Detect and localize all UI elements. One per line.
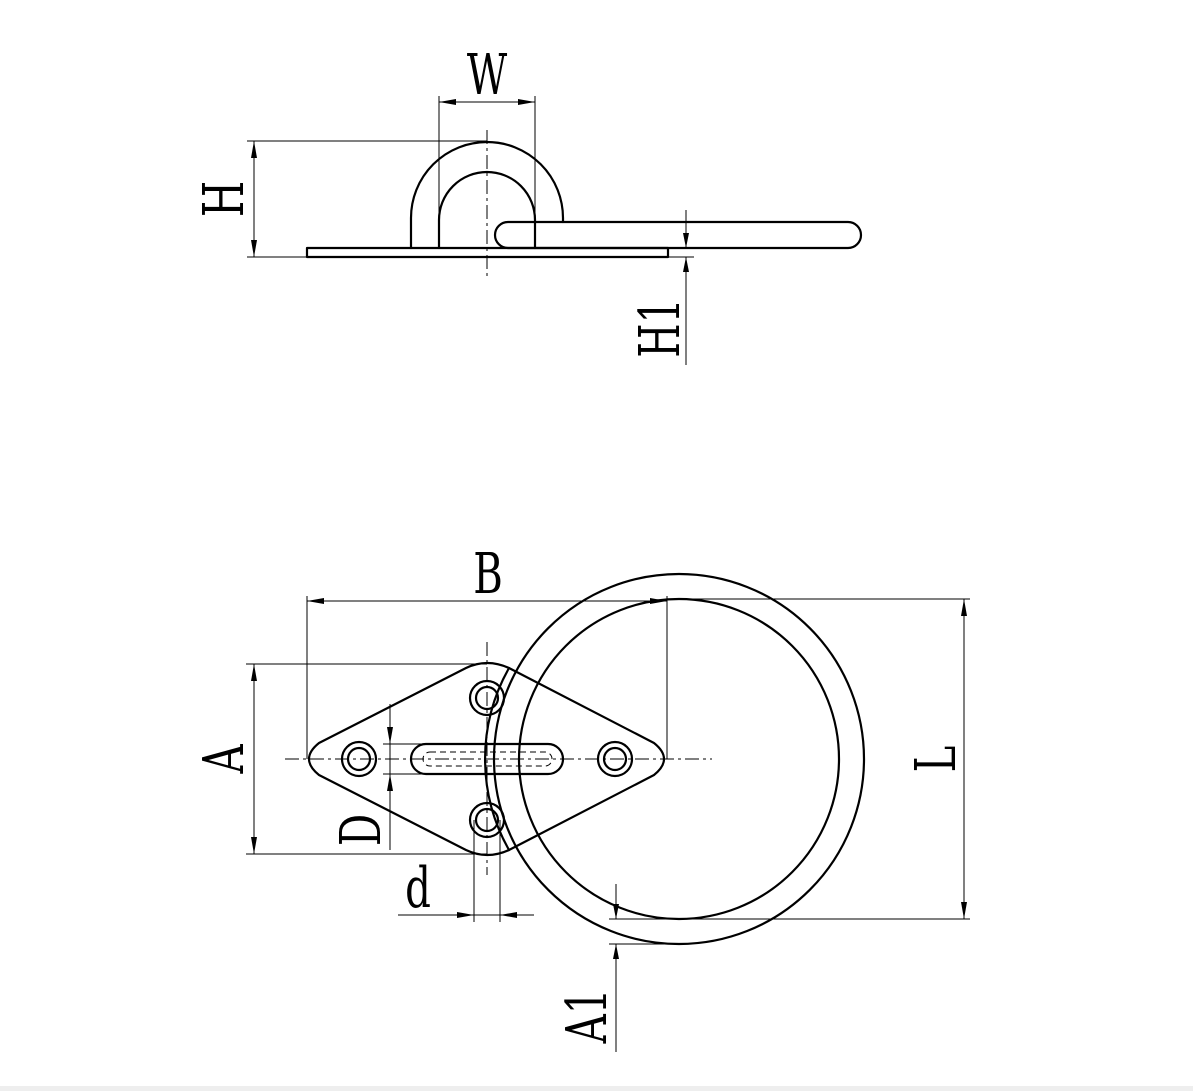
plan-view: B A L D xyxy=(191,541,970,1052)
label-a: A xyxy=(191,744,256,775)
dim-a1: A1 xyxy=(554,884,679,1052)
dim-h: H xyxy=(191,140,487,258)
dim-w: W xyxy=(438,43,536,248)
dim-d-upper: D xyxy=(328,704,426,850)
label-l: L xyxy=(903,746,968,773)
label-d-upper: D xyxy=(328,814,393,846)
label-h: H xyxy=(191,181,257,218)
side-eye-inner xyxy=(437,170,537,250)
dim-a: A xyxy=(191,663,487,855)
label-w: W xyxy=(467,43,508,108)
label-b: B xyxy=(473,541,503,606)
plan-staple-slot xyxy=(409,742,565,776)
plan-diamond-plate xyxy=(307,661,666,857)
dim-l: L xyxy=(679,598,970,920)
side-ring-bar xyxy=(493,220,863,250)
dim-b: B xyxy=(306,541,668,759)
label-a1: A1 xyxy=(554,989,619,1045)
dim-d-lower: d xyxy=(398,820,534,922)
plan-staple-hidden xyxy=(422,751,553,767)
side-view: W H H1 xyxy=(191,43,863,365)
label-h1: H1 xyxy=(628,298,693,357)
label-d-lower: d xyxy=(405,855,431,920)
bottom-edge xyxy=(0,1086,1193,1091)
dim-h1: H1 xyxy=(628,210,694,365)
